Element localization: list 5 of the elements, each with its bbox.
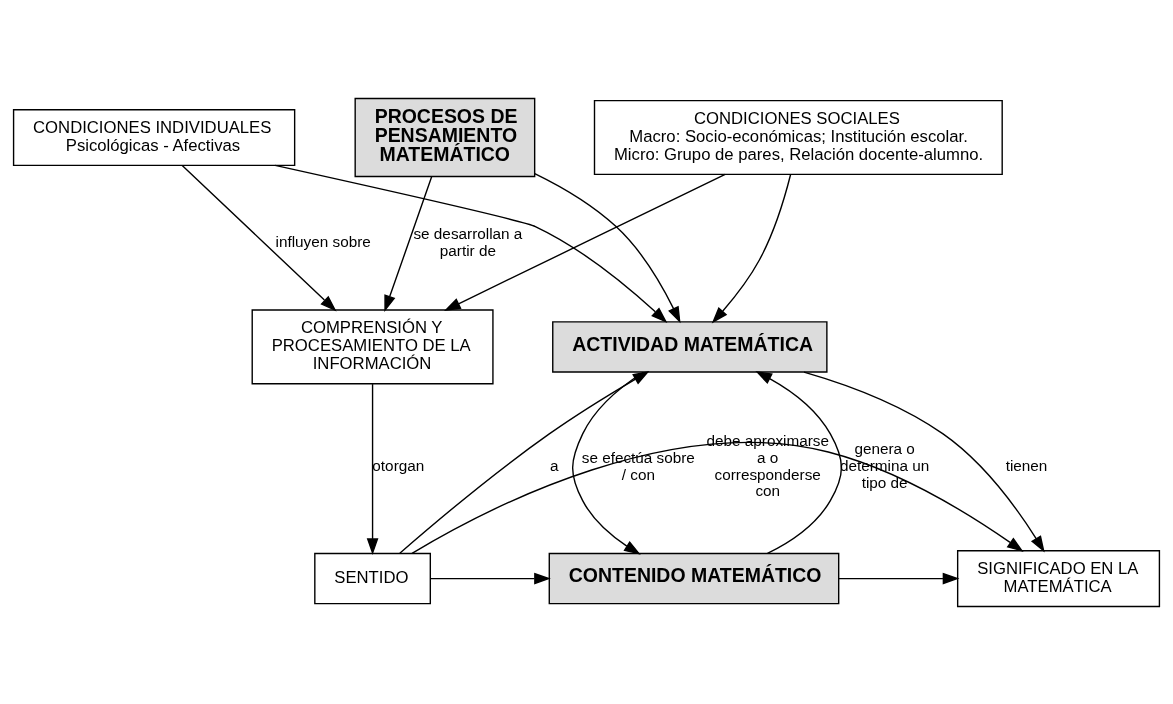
edge-label: se desarrollan a partir de [413, 224, 523, 259]
edge-label: a [549, 456, 559, 474]
edge-label: tienen [1005, 456, 1048, 474]
edge-label: otorgan [372, 456, 425, 474]
edge-label: influyen sobre [275, 232, 371, 250]
